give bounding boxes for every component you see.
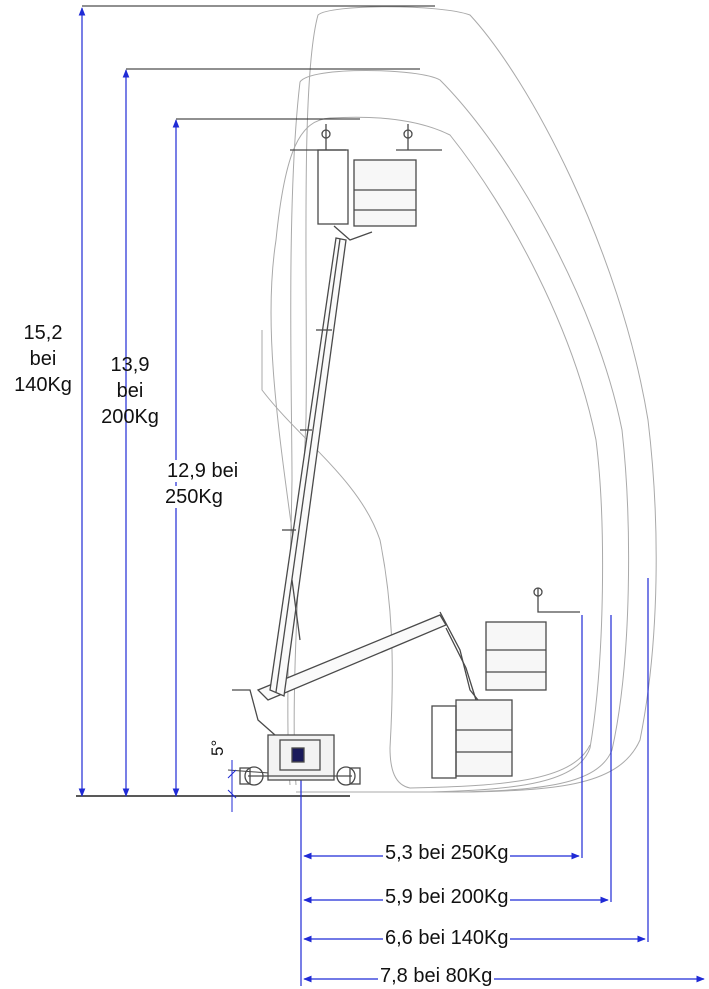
height-label-15-2: 15,2 bei 140Kg	[14, 322, 72, 396]
reach-label-6-6-text: 6,6 bei 140Kg	[383, 927, 511, 949]
reach-label-5-3-text: 5,3 bei 250Kg	[383, 842, 511, 864]
envelope-2	[287, 70, 630, 793]
height-label-12-9: 12,9 bei 250Kg	[165, 458, 265, 510]
envelope-3	[270, 116, 604, 793]
envelope-outer	[293, 6, 657, 793]
reach-label-5-3: 5,3 bei 250Kg	[383, 840, 511, 866]
reach-label-5-9: 5,9 bei 200Kg	[383, 884, 511, 910]
reach-label-7-8: 7,8 bei 80Kg	[378, 963, 495, 989]
height-dimensions	[78, 5, 435, 797]
tilt-angle-label: 5°	[208, 739, 227, 756]
reach-label-5-9-text: 5,9 bei 200Kg	[383, 886, 511, 908]
aerial-work-platform	[232, 124, 580, 786]
machine-lower-boom	[256, 611, 479, 701]
machine-chassis	[232, 689, 361, 786]
reach-label-6-6: 6,6 bei 140Kg	[383, 925, 511, 951]
height-label-13-9: 13,9 bei 200Kg	[101, 354, 159, 428]
reach-label-7-8-text: 7,8 bei 80Kg	[378, 965, 495, 987]
envelope-inner	[261, 330, 591, 789]
machine-basket-raised	[290, 124, 442, 241]
working-envelopes	[261, 6, 657, 793]
machine-basket-lowered	[431, 587, 580, 779]
height-label-12-9-text: 12,9 bei 250Kg	[165, 460, 239, 508]
machine-main-boom	[269, 237, 347, 697]
